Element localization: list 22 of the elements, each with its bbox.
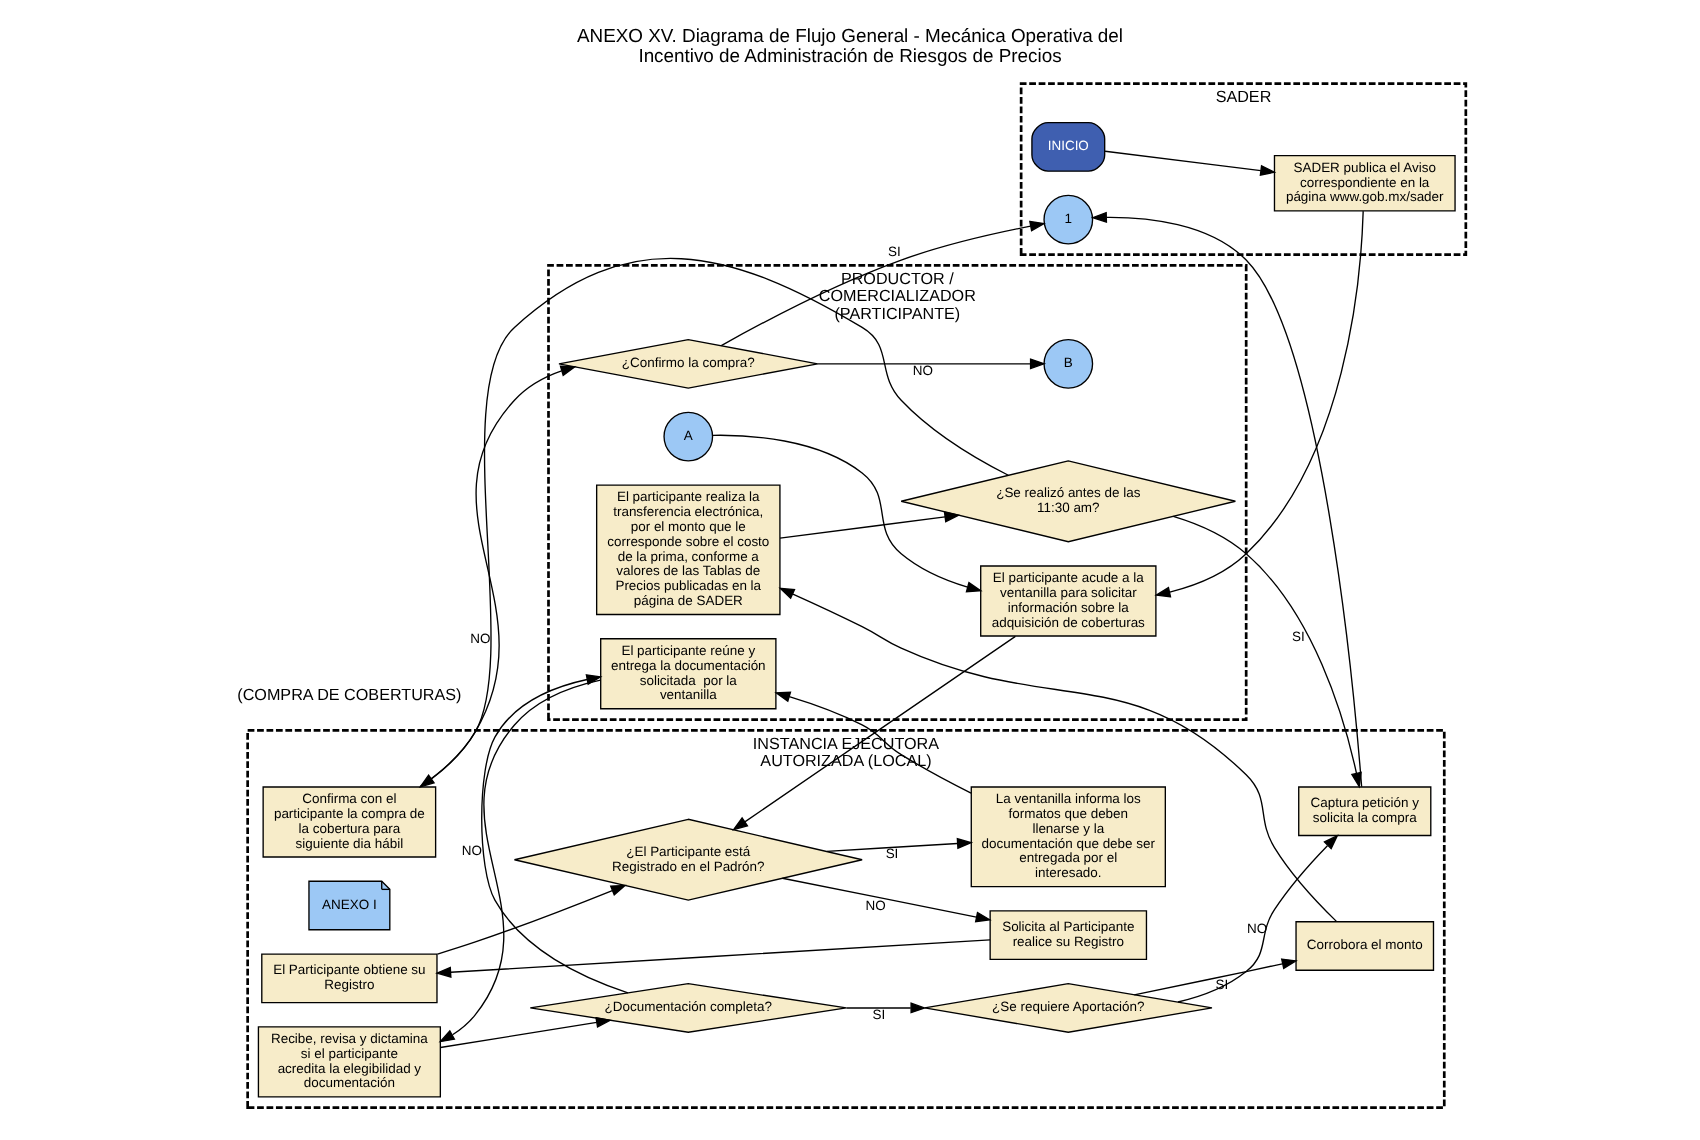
arrow xyxy=(720,220,1046,347)
arrow xyxy=(481,674,629,994)
arrow xyxy=(439,1016,613,1049)
arrow xyxy=(779,511,961,539)
arrow xyxy=(1090,211,1363,788)
arrow xyxy=(781,877,992,923)
arrow xyxy=(1154,210,1364,598)
arrow xyxy=(438,679,602,1043)
arrow xyxy=(774,691,972,794)
arrow xyxy=(778,587,1338,923)
arrow xyxy=(1104,150,1277,177)
diagram-title: ANEXO XV. Diagrama de Flujo General - Mecánica Operativa del Incentivo de Administración de Riesgos de Precios xyxy=(576,24,1124,67)
arrow xyxy=(435,939,991,978)
arrow xyxy=(1177,834,1339,1003)
arrow xyxy=(1172,515,1362,789)
arrow xyxy=(845,1002,927,1014)
arrow xyxy=(1133,958,1298,996)
arrow xyxy=(826,837,974,853)
arrow xyxy=(816,358,1047,370)
arrow xyxy=(436,884,627,955)
arrow xyxy=(712,434,983,593)
arrow xyxy=(732,635,1017,831)
